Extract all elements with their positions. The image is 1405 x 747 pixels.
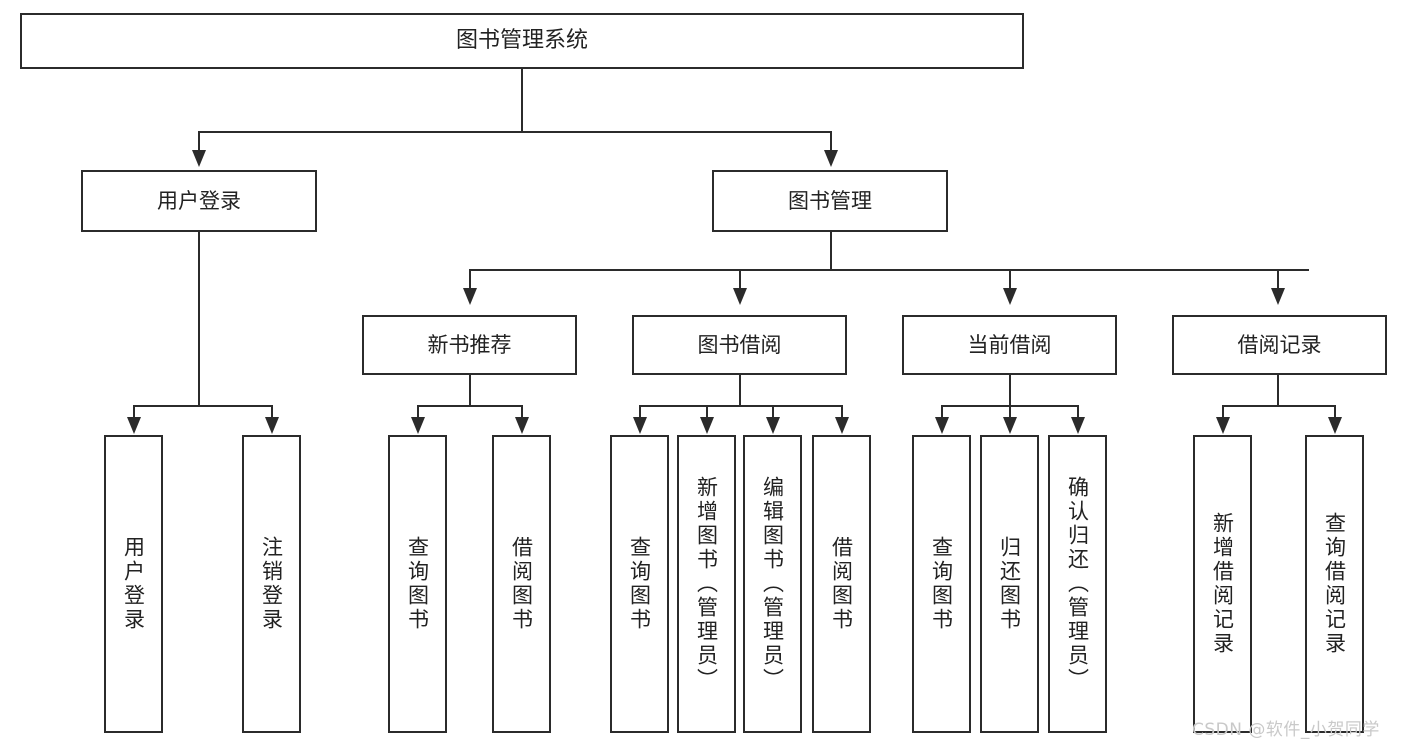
connector-book-management-bus	[469, 269, 1309, 271]
arrow-root-to-user-login	[192, 150, 206, 167]
node-label: 查询图书	[405, 536, 430, 632]
connector-bb-bus	[639, 405, 842, 407]
connector-user-login-bus	[133, 405, 272, 407]
arrow-bb-leaf-3	[766, 417, 780, 434]
arrow-nbr-leaf-2	[515, 417, 529, 434]
node-label: 新书推荐	[427, 332, 512, 357]
connector-br-drop-1	[1222, 405, 1224, 419]
connector-br-stem	[1277, 375, 1279, 406]
connector-user-login-stem	[198, 232, 200, 406]
leaf-bb-borrow-book[interactable]: 借阅图书	[812, 435, 871, 733]
leaf-cb-confirm-return-admin[interactable]: 确认归还（管理员）	[1048, 435, 1107, 733]
connector-cb-drop-3	[1077, 405, 1079, 419]
connector-bb-drop-4	[841, 405, 843, 419]
node-label: 查询图书	[627, 536, 652, 632]
connector-root-to-user-login	[198, 131, 200, 153]
arrow-user-login-leaf-2	[265, 417, 279, 434]
arrow-root-to-book-management	[824, 150, 838, 167]
connector-cb-drop-2	[1009, 405, 1011, 419]
connector-nbr-stem	[469, 375, 471, 406]
node-book-management[interactable]: 图书管理	[712, 170, 948, 232]
connector-bb-stem	[739, 375, 741, 406]
node-label: 注销登录	[259, 536, 284, 632]
leaf-br-query-record[interactable]: 查询借阅记录	[1305, 435, 1364, 733]
node-label: 新增图书（管理员）	[694, 476, 719, 692]
node-label: 查询图书	[929, 536, 954, 632]
arrow-cb-leaf-3	[1071, 417, 1085, 434]
connector-book-management-stem	[830, 232, 832, 270]
leaf-cb-return-book[interactable]: 归还图书	[980, 435, 1039, 733]
connector-bm-drop-4	[1277, 269, 1279, 291]
leaf-br-add-record[interactable]: 新增借阅记录	[1193, 435, 1252, 733]
node-label: 归还图书	[997, 536, 1022, 632]
node-new-book-recommend[interactable]: 新书推荐	[362, 315, 577, 375]
node-root-book-management-system[interactable]: 图书管理系统	[20, 13, 1024, 69]
node-label: 新增借阅记录	[1210, 512, 1235, 656]
arrow-br-leaf-1	[1216, 417, 1230, 434]
connector-bb-drop-2	[706, 405, 708, 419]
connector-root-stem	[521, 69, 523, 132]
node-label: 借阅图书	[829, 536, 854, 632]
connector-bb-drop-3	[772, 405, 774, 419]
leaf-user-login-login[interactable]: 用户登录	[104, 435, 163, 733]
connector-nbr-drop-2	[521, 405, 523, 419]
leaf-bb-add-book-admin[interactable]: 新增图书（管理员）	[677, 435, 736, 733]
arrow-cb-leaf-2	[1003, 417, 1017, 434]
connector-bm-drop-2	[739, 269, 741, 291]
leaf-nbr-borrow-book[interactable]: 借阅图书	[492, 435, 551, 733]
connector-user-login-drop-2	[271, 405, 273, 419]
node-label: 图书借阅	[697, 332, 782, 357]
connector-nbr-drop-1	[417, 405, 419, 419]
leaf-cb-query-book[interactable]: 查询图书	[912, 435, 971, 733]
arrow-bm-to-book-borrow	[733, 288, 747, 305]
arrow-nbr-leaf-1	[411, 417, 425, 434]
leaf-nbr-query-book[interactable]: 查询图书	[388, 435, 447, 733]
arrow-bb-leaf-2	[700, 417, 714, 434]
node-label: 编辑图书（管理员）	[760, 476, 785, 692]
node-label: 用户登录	[121, 536, 146, 632]
watermark-csdn: CSDN @软件_小贺同学	[1192, 720, 1380, 740]
connector-br-bus	[1222, 405, 1335, 407]
node-book-borrow[interactable]: 图书借阅	[632, 315, 847, 375]
connector-br-drop-2	[1334, 405, 1336, 419]
arrow-bm-to-current-borrow	[1003, 288, 1017, 305]
connector-nbr-bus	[417, 405, 522, 407]
arrow-bm-to-borrow-record	[1271, 288, 1285, 305]
connector-cb-stem	[1009, 375, 1011, 406]
node-user-login[interactable]: 用户登录	[81, 170, 317, 232]
leaf-user-login-logout[interactable]: 注销登录	[242, 435, 301, 733]
node-label: 用户登录	[157, 188, 241, 213]
leaf-bb-query-book[interactable]: 查询图书	[610, 435, 669, 733]
node-label: 图书管理	[788, 188, 872, 213]
connector-root-to-book-management	[830, 131, 832, 153]
arrow-br-leaf-2	[1328, 417, 1342, 434]
node-borrow-record[interactable]: 借阅记录	[1172, 315, 1387, 375]
connector-bb-drop-1	[639, 405, 641, 419]
arrow-bb-leaf-1	[633, 417, 647, 434]
arrow-bb-leaf-4	[835, 417, 849, 434]
node-label: 当前借阅	[967, 332, 1052, 357]
arrow-bm-to-new-book-recommend	[463, 288, 477, 305]
node-label: 查询借阅记录	[1322, 512, 1347, 656]
connector-bm-drop-1	[469, 269, 471, 291]
node-label: 借阅记录	[1237, 332, 1322, 357]
leaf-bb-edit-book-admin[interactable]: 编辑图书（管理员）	[743, 435, 802, 733]
connector-bm-drop-3	[1009, 269, 1011, 291]
node-current-borrow[interactable]: 当前借阅	[902, 315, 1117, 375]
arrow-cb-leaf-1	[935, 417, 949, 434]
node-label: 图书管理系统	[455, 28, 588, 54]
connector-cb-drop-1	[941, 405, 943, 419]
connector-user-login-drop-1	[133, 405, 135, 419]
connector-root-bus	[198, 131, 832, 133]
node-label: 借阅图书	[509, 536, 534, 632]
node-label: 确认归还（管理员）	[1065, 476, 1090, 692]
arrow-user-login-leaf-1	[127, 417, 141, 434]
